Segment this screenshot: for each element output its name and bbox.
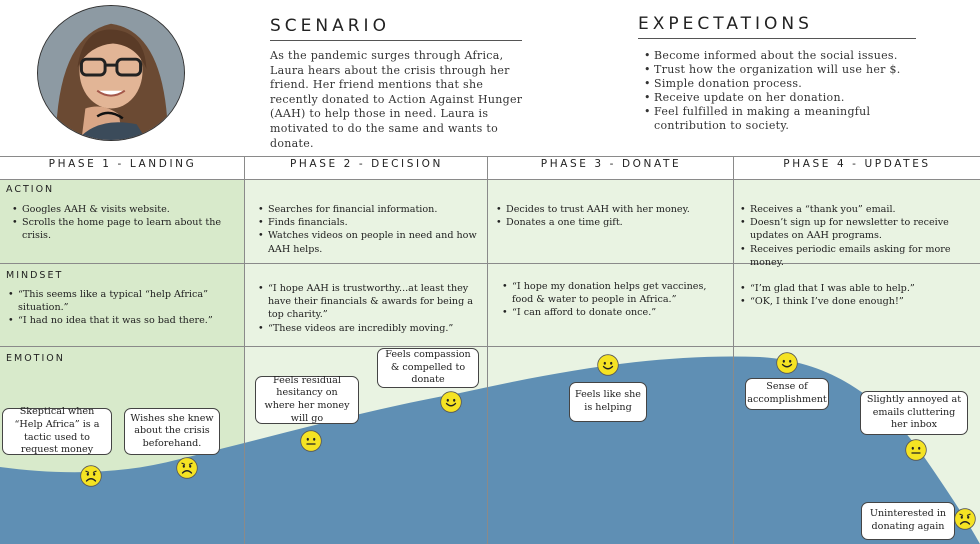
emotion-callout: Slightly annoyed at emails cluttering he… <box>860 391 968 435</box>
expectation-item: Become informed about the social issues. <box>644 49 934 63</box>
list-item: “This seems like a typical “help Africa”… <box>8 288 234 314</box>
list-item: Receives periodic emails asking for more… <box>740 243 976 269</box>
happy-face-icon <box>776 352 798 374</box>
grid-line <box>0 346 980 347</box>
list-item: Finds financials. <box>258 216 480 229</box>
neutral-face-icon <box>300 430 322 452</box>
phase-header-2: PHASE 2 - DECISION <box>289 158 444 170</box>
emotion-callout: Uninterested in donating again <box>861 502 955 540</box>
list-item: Scrolls the home page to learn about the… <box>12 216 234 242</box>
grid-line <box>733 156 734 544</box>
action-cell-2: Searches for financial information. Find… <box>258 203 480 256</box>
expectation-item: Receive update on her donation. <box>644 91 934 105</box>
emotion-callout: Skeptical when “Help Africa” is a tactic… <box>2 406 112 455</box>
mindset-cell-1: “This seems like a typical “help Africa”… <box>8 288 234 328</box>
list-item: Decides to trust AAH with her money. <box>496 203 726 216</box>
action-cell-1: Googles AAH & visits website. Scrolls th… <box>12 203 234 243</box>
emotion-curve <box>0 356 980 544</box>
mindset-cell-2: “I hope AAH is trustworthy...at least th… <box>258 282 480 335</box>
sad-face-icon <box>176 457 198 479</box>
action-cell-4: Receives a “thank you” email. Doesn’t si… <box>740 203 976 269</box>
list-item: Donates a one time gift. <box>496 216 726 229</box>
grid-line <box>0 263 980 264</box>
phase-header-4: PHASE 4 - UPDATES <box>783 158 931 170</box>
phase-header-1: PHASE 1 - LANDING <box>48 158 197 170</box>
grid-line <box>0 156 980 157</box>
list-item: Doesn’t sign up for newsletter to receiv… <box>740 216 976 242</box>
emotion-callout: Wishes she knew about the crisis beforeh… <box>124 408 220 455</box>
action-cell-3: Decides to trust AAH with her money. Don… <box>496 203 726 230</box>
phase-header-3: PHASE 3 - DONATE <box>540 158 682 170</box>
grid-line <box>487 156 488 544</box>
list-item: “I hope AAH is trustworthy...at least th… <box>258 282 480 322</box>
row-label-mindset: MINDSET <box>6 270 64 281</box>
row-label-emotion: EMOTION <box>6 353 65 364</box>
list-item: Watches videos on people in need and how… <box>258 229 480 255</box>
list-item: “I can afford to donate once.” <box>502 306 728 319</box>
emotion-callout: Feels compassion & compelled to donate <box>377 348 479 388</box>
expectation-item: Feel fulfilled in making a meaningful co… <box>644 105 934 133</box>
sad-face-icon <box>954 508 976 530</box>
sad-face-icon <box>80 465 102 487</box>
expectations-title: EXPECTATIONS <box>638 14 916 39</box>
emotion-callout: Feels like she is helping <box>569 382 647 422</box>
mindset-cell-3: “I hope my donation helps get vaccines, … <box>502 280 728 320</box>
emotion-callout: Sense of accomplishment <box>745 378 829 410</box>
scenario-title: SCENARIO <box>270 16 522 41</box>
expectations-list: Become informed about the social issues.… <box>644 49 934 133</box>
happy-face-icon <box>440 391 462 413</box>
list-item: “OK, I think I’ve done enough!” <box>740 295 976 308</box>
list-item: “I had no idea that it was so bad there.… <box>8 314 234 327</box>
scenario-text: As the pandemic surges through Africa, L… <box>270 49 523 150</box>
grid-line <box>0 179 980 180</box>
list-item: “These videos are incredibly moving.” <box>258 322 480 335</box>
list-item: Searches for financial information. <box>258 203 480 216</box>
row-label-action: ACTION <box>6 184 55 195</box>
persona-avatar <box>37 5 185 141</box>
list-item: “I hope my donation helps get vaccines, … <box>502 280 728 306</box>
emotion-callout: Feels residual hesitancy on where her mo… <box>255 375 359 424</box>
neutral-face-icon <box>905 439 927 461</box>
list-item: “I’m glad that I was able to help.” <box>740 282 976 295</box>
grid-line <box>244 156 245 544</box>
list-item: Googles AAH & visits website. <box>12 203 234 216</box>
happy-face-icon <box>597 354 619 376</box>
expectation-item: Simple donation process. <box>644 77 934 91</box>
list-item: Receives a “thank you” email. <box>740 203 976 216</box>
mindset-cell-4: “I’m glad that I was able to help.” “OK,… <box>740 282 976 309</box>
expectation-item: Trust how the organization will use her … <box>644 63 934 77</box>
